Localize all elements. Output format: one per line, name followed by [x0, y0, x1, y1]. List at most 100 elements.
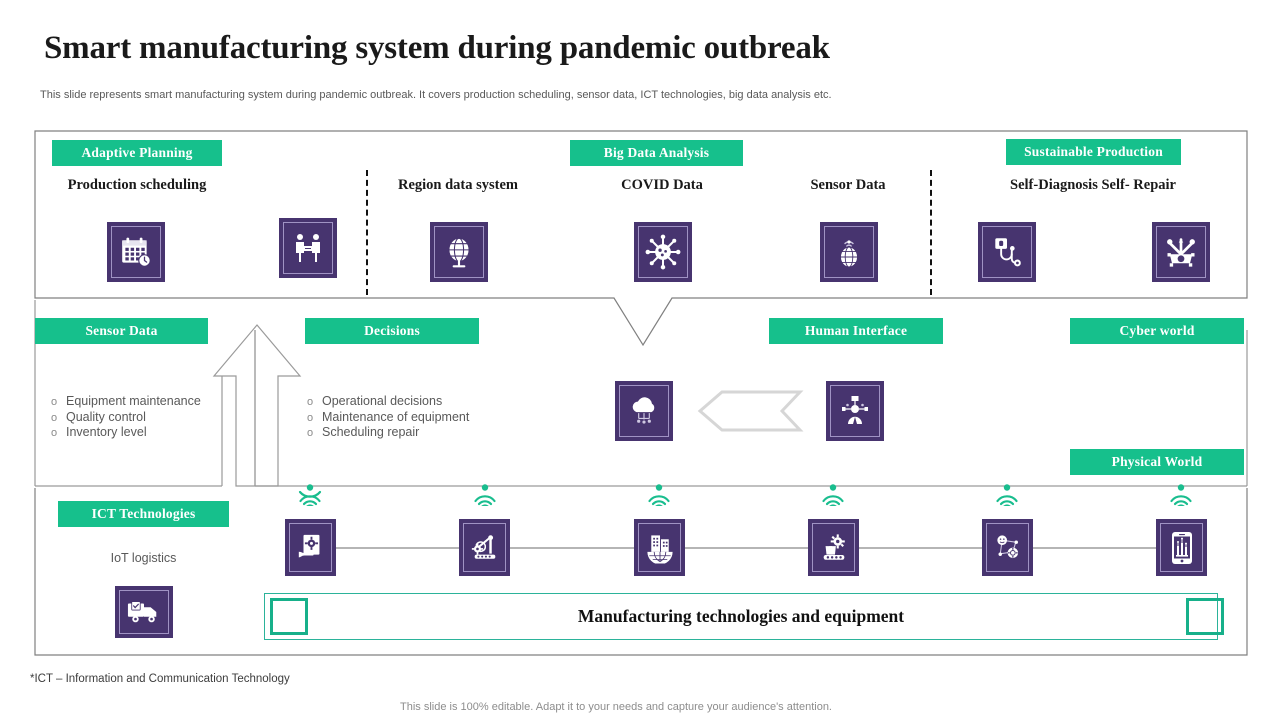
- icon-box-cloud-iot[interactable]: [615, 381, 673, 441]
- virus-icon: [645, 234, 681, 270]
- list-item-label: Operational decisions: [322, 394, 443, 408]
- badge-human-interface[interactable]: Human Interface: [769, 318, 943, 344]
- delivery-truck-icon: [127, 601, 157, 623]
- badge-ict-technologies[interactable]: ICT Technologies: [58, 501, 229, 527]
- list-item-label: Quality control: [66, 409, 146, 424]
- smart-building-icon: [646, 534, 673, 563]
- divider-dashed-right: [930, 170, 932, 295]
- badge-physical-world[interactable]: Physical World: [1070, 449, 1244, 475]
- list-item: o Scheduling repair: [300, 425, 560, 441]
- icon-box-inner: [289, 523, 332, 572]
- badge-label: Adaptive Planning: [81, 145, 193, 160]
- bullet-circle-icon: o: [307, 396, 314, 408]
- icon-box-stethoscope[interactable]: [978, 222, 1036, 282]
- robot-arm-icon: [471, 534, 495, 559]
- badge-label: Sensor Data: [85, 323, 158, 338]
- list-item-label: Maintenance of equipment: [322, 409, 470, 424]
- badge-adaptive-planning[interactable]: Adaptive Planning: [52, 140, 222, 166]
- list-item-label: Scheduling repair: [322, 425, 420, 439]
- icon-box-inner: [812, 523, 855, 572]
- globe-stand-icon: [448, 237, 470, 268]
- badge-sensor-data[interactable]: Sensor Data: [35, 318, 208, 344]
- heading-sensor-data: Sensor Data: [810, 177, 886, 193]
- wifi-signal-icon: [991, 482, 1023, 511]
- bullet-circle-icon: o: [307, 427, 314, 439]
- icon-box-mobile-factory[interactable]: [1156, 519, 1207, 576]
- icon-box-smart-building[interactable]: [634, 519, 685, 576]
- stethoscope-icon: [995, 238, 1021, 267]
- wifi-signal-icon: [817, 482, 849, 511]
- bullet-circle-icon: o: [307, 411, 314, 424]
- icon-box-inner: [1160, 523, 1203, 572]
- icon-box-people-handshake[interactable]: [279, 218, 337, 278]
- mobile-factory-icon: [1171, 531, 1192, 564]
- divider-dashed-left: [366, 170, 368, 295]
- icon-box-network-nodes[interactable]: [982, 519, 1033, 576]
- icon-box-human-network[interactable]: [826, 381, 884, 441]
- icon-box-globe-signal[interactable]: [820, 222, 878, 282]
- icon-box-calendar-clock[interactable]: [107, 222, 165, 282]
- icon-box-inner: [463, 523, 506, 572]
- badge-label: Physical World: [1111, 454, 1203, 469]
- page-subtitle: This slide represents smart manufacturin…: [40, 89, 832, 101]
- icon-box-delivery-truck[interactable]: [115, 586, 173, 638]
- icon-box-inner: [111, 226, 161, 278]
- manufacturing-bar-right-square: [1186, 598, 1224, 635]
- machine-gear-icon: [823, 533, 845, 560]
- icon-box-globe-stand[interactable]: [430, 222, 488, 282]
- wifi-signal-icon: [643, 482, 675, 511]
- badge-decisions[interactable]: Decisions: [305, 318, 479, 344]
- footnote: *ICT – Information and Communication Tec…: [30, 673, 290, 685]
- gear-repair-icon: [1167, 238, 1195, 267]
- icon-box-inner: [638, 226, 688, 278]
- icon-box-inner: [638, 523, 681, 572]
- icon-box-robot-arm[interactable]: [459, 519, 510, 576]
- badge-cyber-world[interactable]: Cyber world: [1070, 318, 1244, 344]
- icon-box-virus[interactable]: [634, 222, 692, 282]
- wifi-signal-icon: [469, 482, 501, 511]
- badge-label: Big Data Analysis: [603, 145, 710, 160]
- bullet-circle-icon: o: [51, 396, 58, 408]
- manufacturing-bar-label: Manufacturing technologies and equipment: [577, 606, 905, 626]
- page-title: Smart manufacturing system during pandem…: [44, 30, 830, 66]
- icon-box-gear-repair[interactable]: [1152, 222, 1210, 282]
- icon-box-inner: [986, 523, 1029, 572]
- icon-box-inner: [1156, 226, 1206, 278]
- human-network-icon: [842, 396, 868, 424]
- icon-box-inner: [434, 226, 484, 278]
- list-item-label: Equipment maintenance: [66, 394, 201, 408]
- badge-big-data-analysis[interactable]: Big Data Analysis: [570, 140, 743, 166]
- network-nodes-icon: [996, 534, 1018, 558]
- icon-box-inner: [830, 385, 880, 437]
- wifi-signal-icon: [1165, 482, 1197, 511]
- icon-box-hand-gear-document[interactable]: [285, 519, 336, 576]
- people-handshake-icon: [296, 234, 320, 262]
- badge-label: ICT Technologies: [91, 506, 196, 521]
- icon-box-inner: [283, 222, 333, 274]
- heading-self-diagnosis-self-repair: Self-Diagnosis Self- Repair: [1010, 177, 1176, 193]
- manufacturing-bar-left-square: [270, 598, 308, 635]
- list-item: o Operational decisions: [300, 394, 560, 410]
- heading-production-scheduling: Production scheduling: [67, 177, 207, 193]
- icon-box-inner: [119, 590, 169, 634]
- icon-box-inner: [824, 226, 874, 278]
- calendar-clock-icon: [122, 237, 151, 267]
- badge-sustainable-production[interactable]: Sustainable Production: [1006, 139, 1181, 165]
- heading-region-data-system: Region data system: [397, 177, 519, 193]
- hand-gear-document-icon: [298, 534, 319, 557]
- cloud-iot-icon: [632, 397, 655, 424]
- heading-covid-data: COVID Data: [621, 177, 703, 193]
- slide-credit: This slide is 100% editable. Adapt it to…: [400, 701, 832, 713]
- icon-box-machine-gear[interactable]: [808, 519, 859, 576]
- list-item-label: Inventory level: [66, 425, 147, 439]
- globe-signal-icon: [840, 240, 858, 268]
- wifi-signal-icon: [294, 482, 326, 511]
- icon-box-inner: [619, 385, 669, 437]
- badge-label: Sustainable Production: [1024, 144, 1163, 159]
- ict-sublabel: IoT logistics: [110, 551, 177, 565]
